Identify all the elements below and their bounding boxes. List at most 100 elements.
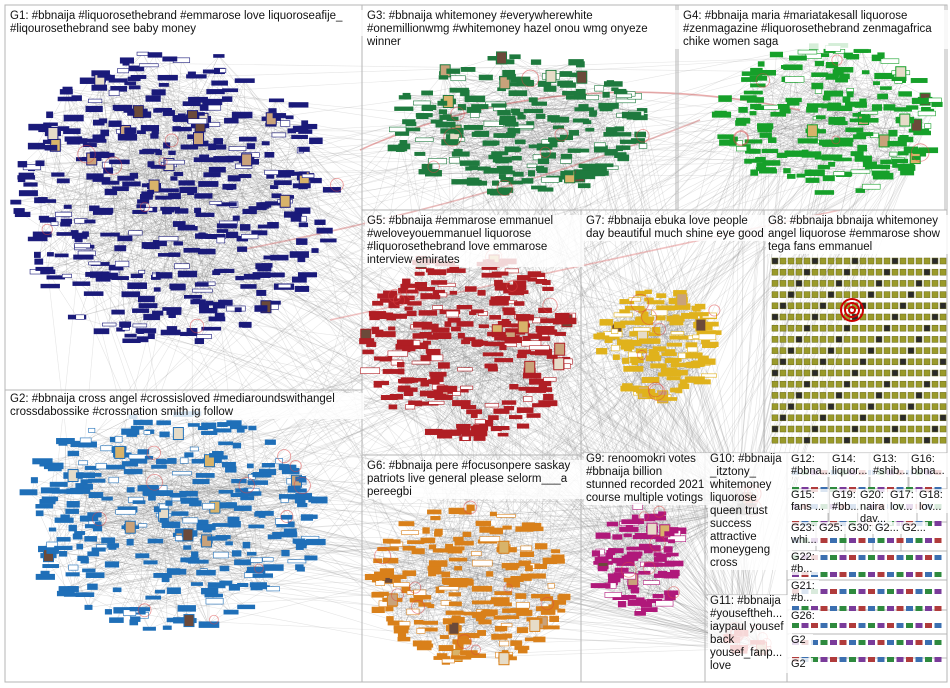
node — [129, 231, 143, 235]
node — [787, 174, 795, 178]
node — [109, 618, 123, 623]
node — [171, 286, 185, 290]
node — [206, 105, 220, 110]
node — [750, 149, 761, 153]
node — [160, 189, 179, 192]
node — [36, 504, 53, 508]
node — [785, 77, 804, 83]
node — [199, 155, 208, 160]
node — [48, 465, 61, 471]
node — [178, 605, 196, 611]
node — [139, 270, 145, 273]
node — [873, 173, 893, 179]
node — [739, 107, 748, 112]
node — [570, 149, 589, 152]
node — [595, 86, 604, 92]
node — [262, 205, 268, 209]
node — [299, 223, 308, 227]
node — [296, 493, 312, 497]
node — [911, 78, 927, 82]
node — [82, 569, 95, 572]
node — [92, 85, 107, 90]
node — [69, 565, 78, 570]
node — [43, 564, 59, 567]
node — [243, 542, 250, 548]
node — [213, 271, 220, 275]
node — [315, 220, 326, 225]
node — [64, 115, 83, 121]
node — [40, 499, 55, 504]
node — [639, 144, 647, 149]
node — [527, 164, 537, 167]
node — [167, 310, 181, 314]
node — [237, 247, 246, 252]
node — [241, 284, 257, 288]
node — [213, 552, 228, 558]
node — [96, 463, 107, 469]
node — [154, 288, 160, 292]
node — [127, 487, 134, 492]
node — [243, 209, 257, 214]
node — [115, 436, 122, 442]
node — [41, 284, 60, 288]
node — [232, 551, 241, 557]
node — [402, 120, 415, 124]
node — [172, 512, 188, 516]
node — [72, 96, 82, 101]
node — [137, 131, 145, 134]
node — [197, 335, 212, 339]
node — [196, 213, 214, 217]
node — [217, 422, 227, 426]
node — [851, 151, 863, 155]
node — [277, 170, 294, 175]
node — [834, 158, 852, 161]
node — [834, 172, 845, 176]
node — [222, 462, 235, 467]
node — [102, 323, 116, 326]
node — [426, 349, 440, 353]
node — [272, 133, 286, 137]
node — [271, 255, 289, 260]
node — [222, 89, 237, 92]
node — [209, 167, 225, 172]
node — [231, 493, 248, 497]
node — [862, 71, 869, 74]
node — [229, 147, 246, 151]
node — [918, 111, 935, 116]
node — [550, 141, 558, 147]
node — [47, 548, 59, 554]
node — [88, 479, 105, 482]
node — [217, 224, 236, 228]
node — [569, 130, 579, 135]
node — [560, 159, 571, 163]
node — [133, 324, 147, 327]
node — [816, 116, 825, 119]
node — [43, 140, 51, 144]
node — [220, 69, 226, 73]
node — [389, 405, 397, 409]
node — [86, 139, 100, 142]
node — [113, 588, 121, 592]
node — [70, 488, 90, 493]
node — [305, 556, 317, 560]
node — [786, 98, 802, 102]
node — [147, 190, 153, 194]
node — [784, 65, 803, 70]
node — [74, 255, 94, 259]
node — [510, 384, 518, 389]
node — [851, 170, 870, 173]
node — [416, 138, 434, 142]
node — [712, 112, 731, 117]
node — [85, 220, 96, 223]
node — [457, 305, 472, 309]
node — [215, 313, 224, 316]
node — [293, 184, 310, 188]
node — [102, 538, 115, 543]
node — [467, 107, 481, 112]
node — [220, 566, 229, 571]
node — [15, 212, 30, 217]
node — [616, 94, 631, 98]
node — [295, 286, 309, 291]
node — [815, 61, 824, 66]
node — [55, 212, 71, 216]
